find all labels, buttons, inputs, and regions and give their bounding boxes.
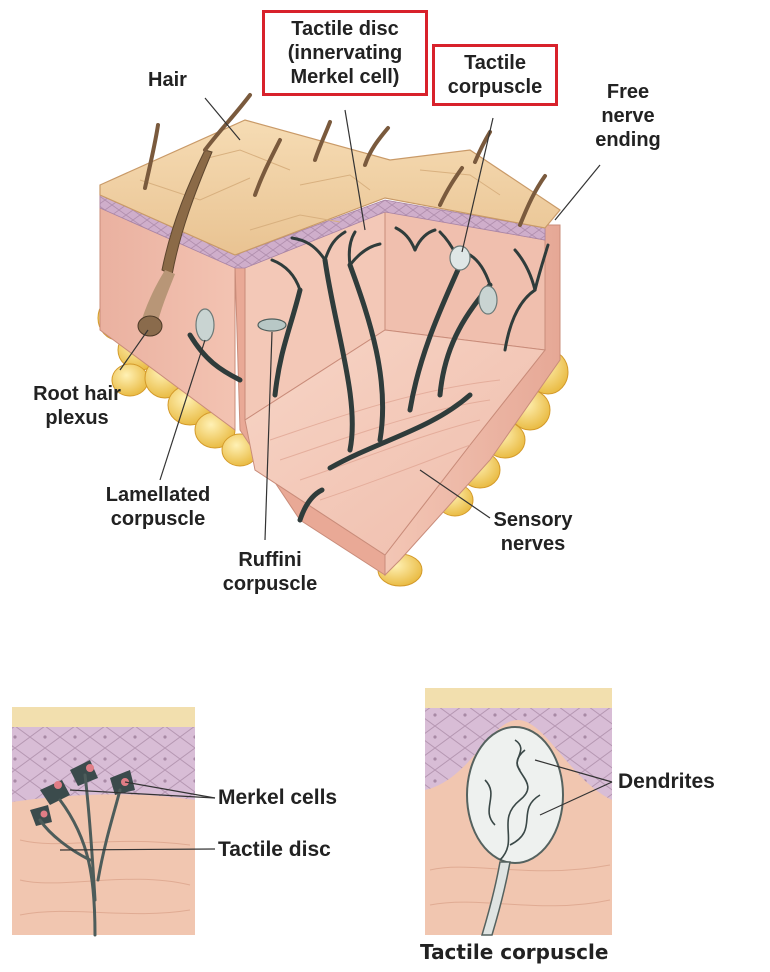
label-lamellated-corpuscle: Lamellated corpuscle	[88, 483, 228, 531]
label-root-hair-plexus: Root hair plexus	[22, 382, 132, 430]
label-hair: Hair	[148, 68, 187, 92]
corpuscle-panel	[425, 688, 612, 935]
merkel-panel	[12, 707, 195, 935]
label-merkel-cells: Merkel cells	[218, 786, 337, 810]
label-tactile-disc: Tactile disc	[218, 838, 331, 862]
caption-tactile-corpuscle: Tactile corpuscle	[420, 940, 608, 964]
label-tactile-corpuscle-highlighted: Tactile corpuscle	[432, 44, 558, 106]
label-dendrites: Dendrites	[618, 770, 715, 794]
label-sensory-nerves: Sensory nerves	[478, 508, 588, 556]
label-tactile-disc-highlighted: Tactile disc (innervating Merkel cell)	[262, 10, 428, 96]
label-ruffini-corpuscle: Ruffini corpuscle	[210, 548, 330, 596]
label-free-nerve-ending: Free nerve ending	[588, 80, 668, 152]
